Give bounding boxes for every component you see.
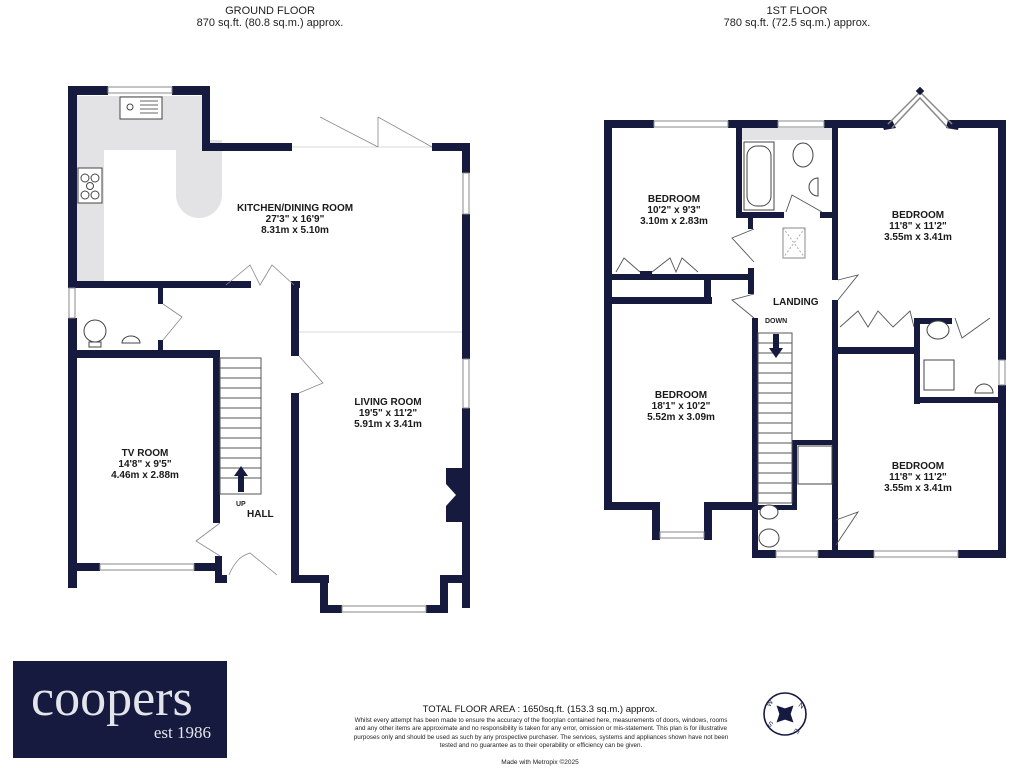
first-floor-header: 1ST FLOOR 780 sq.ft. (72.5 sq.m.) approx… [697,5,897,29]
first-floor-plan [604,86,1006,558]
room-label-tv-room: TV ROOM 14'8" x 9'5" 4.46m x 2.88m [111,448,179,481]
hob-icon [77,167,103,204]
room-label-bedroom-3: BEDROOM 18'1" x 10'2" 5.52m x 3.09m [647,390,715,423]
room-label-living-room: LIVING ROOM 19'5" x 11'2" 5.91m x 3.41m [354,397,422,430]
compass-rose-icon: N E S W [763,692,807,736]
basin-icon [121,335,141,344]
room-size-imperial: 18'1" x 10'2" [651,401,711,412]
room-size-metric: 5.52m x 3.09m [647,412,715,423]
made-with-credit: Made with Metropix ©2025 [501,759,579,766]
disclaimer-text: Whilst every attempt has been made to en… [353,717,729,750]
basin-icon [808,177,819,197]
room-size-metric: 3.55m x 3.41m [884,483,952,494]
room-size-metric: 3.55m x 3.41m [884,232,952,243]
room-size-imperial: 19'5" x 11'2" [358,408,418,419]
ground-floor-plan [68,86,470,613]
first-floor-stairs [757,332,793,504]
room-label-landing: LANDING [773,297,819,308]
ground-floor-header: GROUND FLOOR 870 sq.ft. (80.8 sq.m.) app… [170,5,370,29]
room-size-imperial: 11'8" x 11'2" [889,472,947,483]
room-name: BEDROOM [891,461,945,472]
room-label-hall: HALL [247,509,274,520]
svg-text:S: S [767,719,775,728]
room-name: KITCHEN/DINING ROOM [236,203,354,214]
stairs-down-label: DOWN [765,318,788,325]
svg-text:N: N [797,702,805,711]
room-size-metric: 8.31m x 5.10m [261,225,329,236]
room-name: BEDROOM [647,194,701,205]
room-label-bedroom-1: BEDROOM 10'2" x 9'3" 3.10m x 2.83m [640,194,708,227]
room-label-bedroom-2: BEDROOM 11'8" x 11'2" 3.55m x 3.41m [884,210,952,243]
room-name: LIVING ROOM [354,397,422,408]
toilet-icon [83,319,107,343]
ground-floor-area: 870 sq.ft. (80.8 sq.m.) approx. [196,17,344,29]
room-name: BEDROOM [654,390,708,401]
logo-tagline: est 1986 [153,723,211,742]
room-size-imperial: 27'3" x 16'9" [265,214,325,225]
toilet-icon [792,142,814,168]
first-floor-title: 1ST FLOOR [766,5,828,17]
room-name: BEDROOM [891,210,945,221]
kitchen-sink-icon [119,96,163,120]
room-label-kitchen-dining: KITCHEN/DINING ROOM 27'3" x 16'9" 8.31m … [237,203,353,236]
first-floor-area: 780 sq.ft. (72.5 sq.m.) approx. [723,17,871,29]
room-size-imperial: 11'8" x 11'2" [889,221,947,232]
stairs-up-label: UP [236,501,246,508]
room-size-imperial: 10'2" x 9'3" [647,205,701,216]
room-size-imperial: 14'8" x 9'5" [118,459,172,470]
ground-floor-title: GROUND FLOOR [225,5,315,17]
total-floor-area: TOTAL FLOOR AREA : 1650sq.ft. (153.3 sq.… [422,704,658,715]
room-size-metric: 3.10m x 2.83m [640,216,708,227]
svg-text:W: W [766,699,776,709]
room-size-metric: 5.91m x 3.41m [354,419,422,430]
svg-text:E: E [791,727,800,735]
stairs-down-arrow-icon [769,334,783,358]
logo-brand: coopers [31,670,193,727]
room-label-bedroom-4: BEDROOM 11'8" x 11'2" 3.55m x 3.41m [884,461,952,494]
coopers-logo: coopers est 1986 [13,661,227,758]
room-name: TV ROOM [121,448,169,459]
room-size-metric: 4.46m x 2.88m [111,470,179,481]
stairs-up-arrow-icon [234,466,248,492]
